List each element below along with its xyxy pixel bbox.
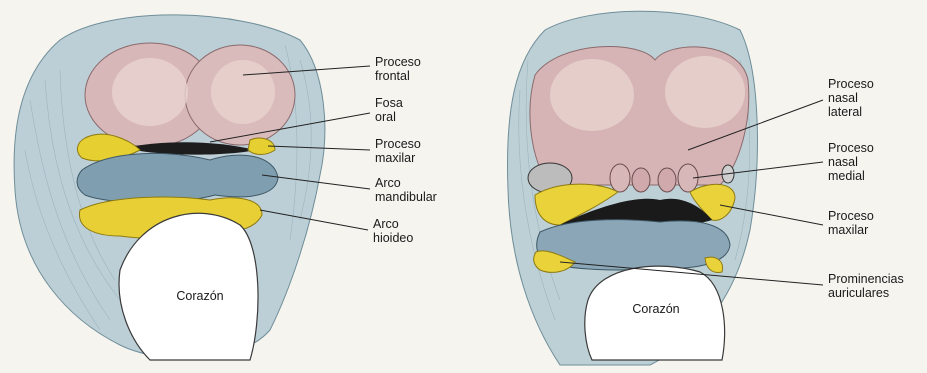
left-frontal-process bbox=[85, 43, 295, 147]
label-prominencias-auriculares: Prominencias auriculares bbox=[828, 272, 907, 300]
right-heart-label: Corazón bbox=[632, 302, 679, 316]
left-heart-label: Corazón bbox=[176, 289, 223, 303]
label-proceso-maxilar: Proceso maxilar bbox=[375, 137, 424, 165]
label-proceso-nasal-lateral: Proceso nasal lateral bbox=[828, 77, 877, 119]
left-mandibular-arch bbox=[77, 153, 278, 202]
label-proceso-frontal: Proceso frontal bbox=[375, 55, 424, 83]
right-frontal-process bbox=[530, 46, 749, 185]
right-labels: Proceso nasal lateral Proceso nasal medi… bbox=[828, 77, 907, 300]
label-proceso-nasal-medial: Proceso nasal medial bbox=[828, 141, 877, 183]
label-proceso-maxilar-right: Proceso maxilar bbox=[828, 209, 877, 237]
label-fosa-oral: Fosa oral bbox=[375, 96, 406, 124]
left-labels: Proceso frontal Fosa oral Proceso maxila… bbox=[373, 55, 437, 245]
label-arco-hioideo: Arco hioideo bbox=[373, 217, 413, 245]
left-embryo: Corazón bbox=[14, 15, 325, 360]
label-arco-mandibular: Arco mandibular bbox=[375, 176, 437, 204]
right-embryo: Corazón bbox=[507, 11, 757, 365]
